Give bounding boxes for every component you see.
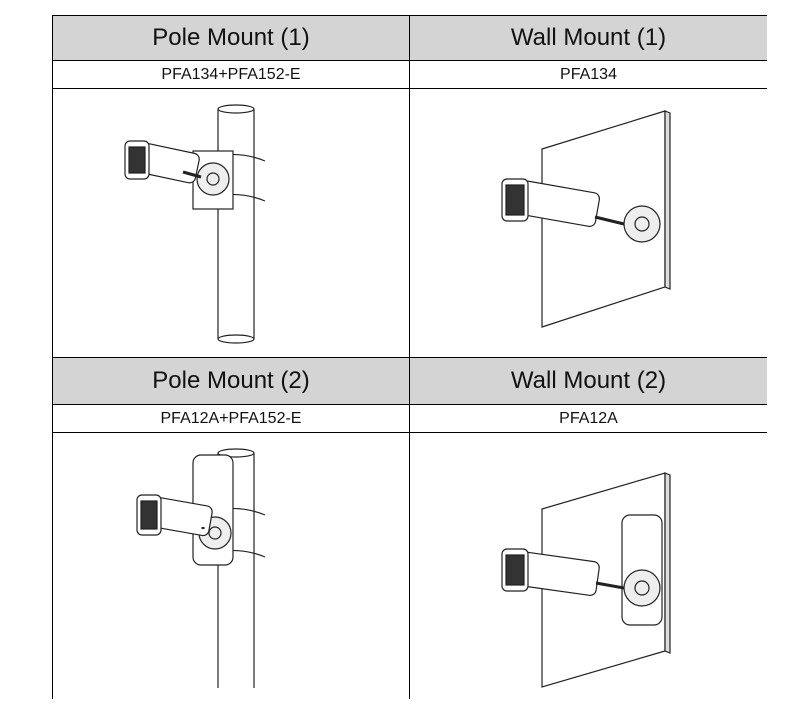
pole-mount-1-drawing: [124, 104, 266, 344]
wall-mount-2-header: Wall Mount (2): [410, 358, 767, 404]
pole-mount-1-title: Pole Mount (1): [152, 24, 310, 51]
pole-mount-2-model-cell: PFA12A+PFA152-E: [53, 405, 409, 432]
wall-mount-2-illustration: [410, 433, 767, 699]
pole-mount-1-model-cell: PFA134+PFA152-E: [53, 61, 409, 88]
pole-mount-2-header: Pole Mount (2): [53, 358, 409, 404]
wall-mount-2-title: Wall Mount (2): [510, 367, 667, 394]
pole-mount-1-model: PFA134+PFA152-E: [161, 65, 301, 83]
pole-mount-1-header: Pole Mount (1): [53, 16, 409, 60]
pole-mount-2-title: Pole Mount (2): [152, 367, 310, 394]
wall-mount-1-model: PFA134: [560, 65, 617, 83]
row-divider: [53, 404, 766, 405]
wall-mount-2-model-cell: PFA12A: [410, 405, 767, 432]
wall-mount-2-model: PFA12A: [559, 409, 618, 427]
wall-mount-1-header: Wall Mount (1): [410, 16, 767, 60]
row-divider: [53, 60, 766, 61]
pole-mount-2-model: PFA12A+PFA152-E: [160, 409, 302, 427]
row-divider: [53, 432, 766, 433]
wall-mount-1-title: Wall Mount (1): [510, 24, 667, 51]
row-divider: [53, 88, 766, 89]
wall-mount-1-model-cell: PFA134: [410, 61, 767, 88]
row-divider: [53, 357, 766, 358]
pole-mount-1-illustration: [53, 89, 409, 357]
pole-mount-2-illustration: [53, 433, 409, 699]
wall-mount-1-drawing: [501, 110, 671, 328]
wall-mount-2-drawing: [501, 472, 671, 688]
pole-mount-2-drawing: [136, 448, 266, 688]
mount-table: Pole Mount (1) Wall Mount (1) PFA134+PFA…: [52, 15, 767, 699]
wall-mount-1-illustration: [410, 89, 767, 357]
